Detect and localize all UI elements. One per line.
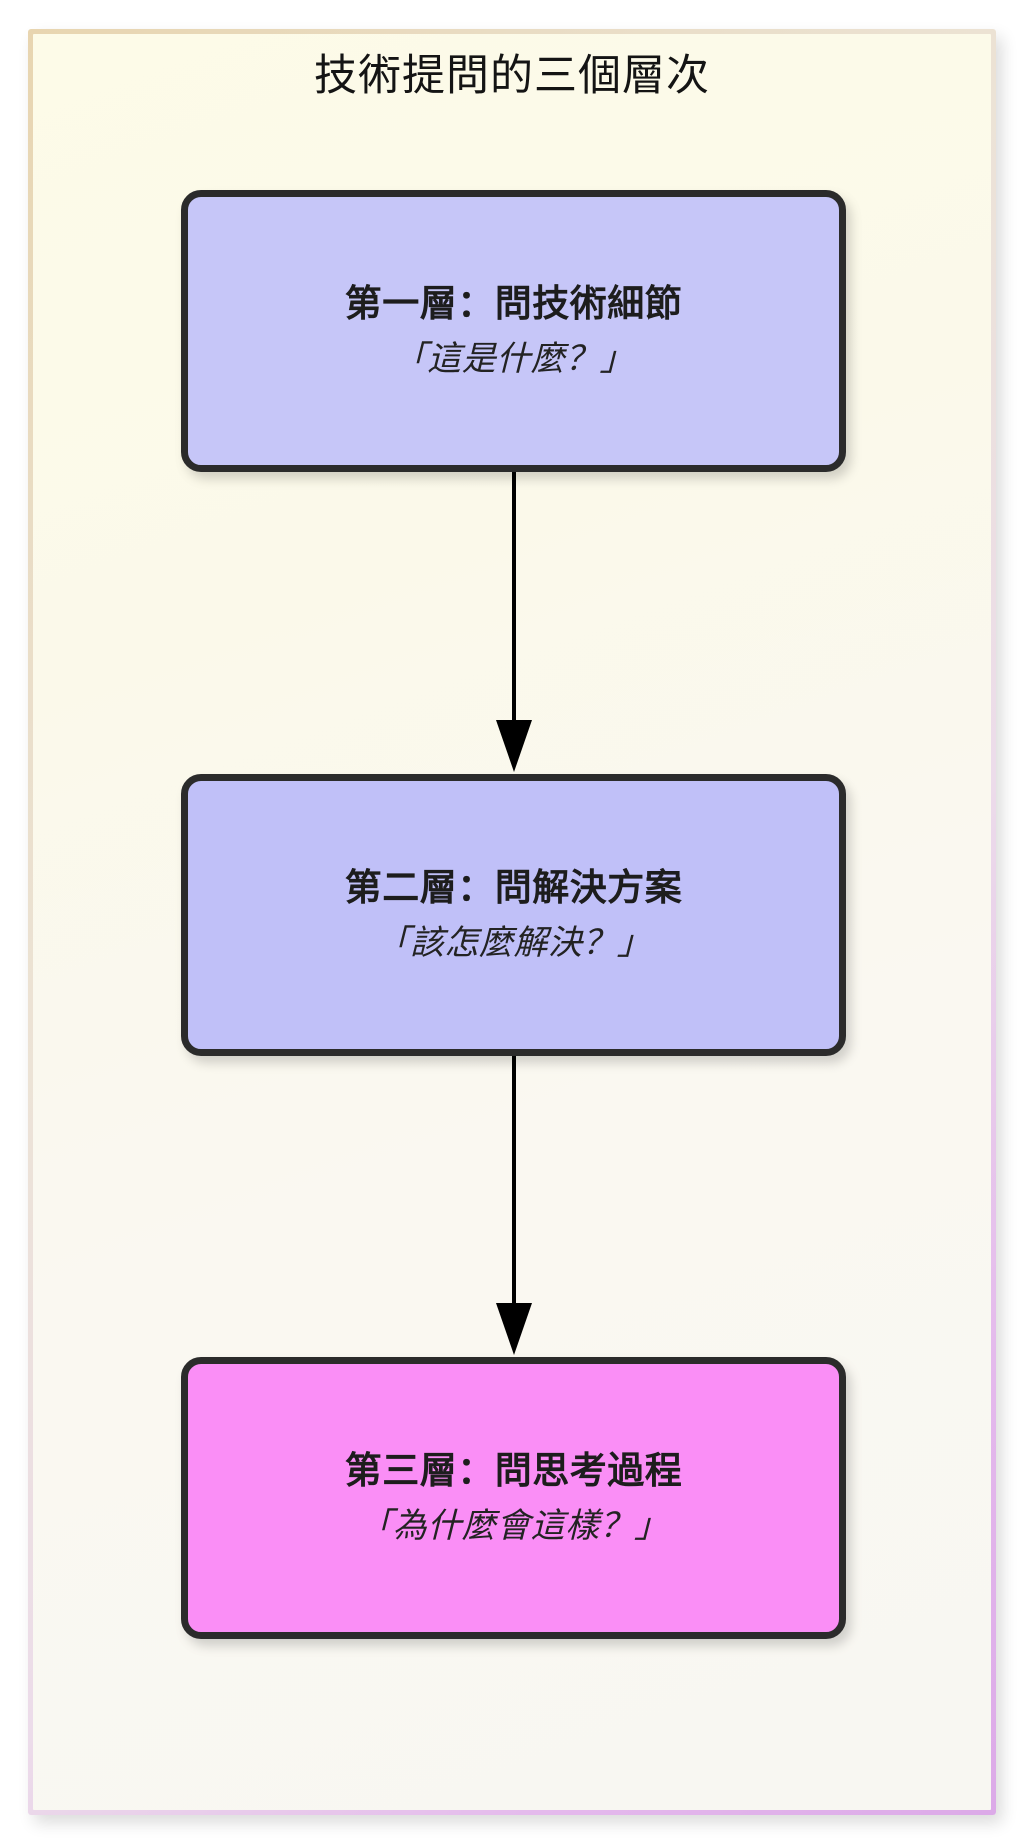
flow-node-subtitle: 「這是什麼？」	[392, 340, 635, 379]
flow-node-title: 第二層：問解決方案	[344, 866, 683, 908]
flow-node-subtitle: 「為什麼會這樣？」	[358, 1507, 669, 1546]
arrow-level1-to-level2	[486, 472, 542, 774]
flow-node-level-3[interactable]: 第三層：問思考過程 「為什麼會這樣？」	[181, 1357, 846, 1639]
flow-node-level-2[interactable]: 第二層：問解決方案 「該怎麼解決？」	[181, 774, 846, 1056]
diagram-frame: 技術提問的三個層次 第一層：問技術細節 「這是什麼？」 第二層：問解決方案 「該…	[28, 29, 996, 1815]
flow-node-level-1[interactable]: 第一層：問技術細節 「這是什麼？」	[181, 190, 846, 472]
page-title: 技術提問的三個層次	[314, 52, 710, 100]
flow-node-subtitle: 「該怎麼解決？」	[375, 924, 652, 963]
arrow-level2-to-level3	[486, 1056, 542, 1357]
diagram-canvas: 技術提問的三個層次 第一層：問技術細節 「這是什麼？」 第二層：問解決方案 「該…	[33, 34, 991, 1810]
flow-node-title: 第一層：問技術細節	[344, 282, 683, 324]
flow-node-title: 第三層：問思考過程	[344, 1449, 683, 1491]
